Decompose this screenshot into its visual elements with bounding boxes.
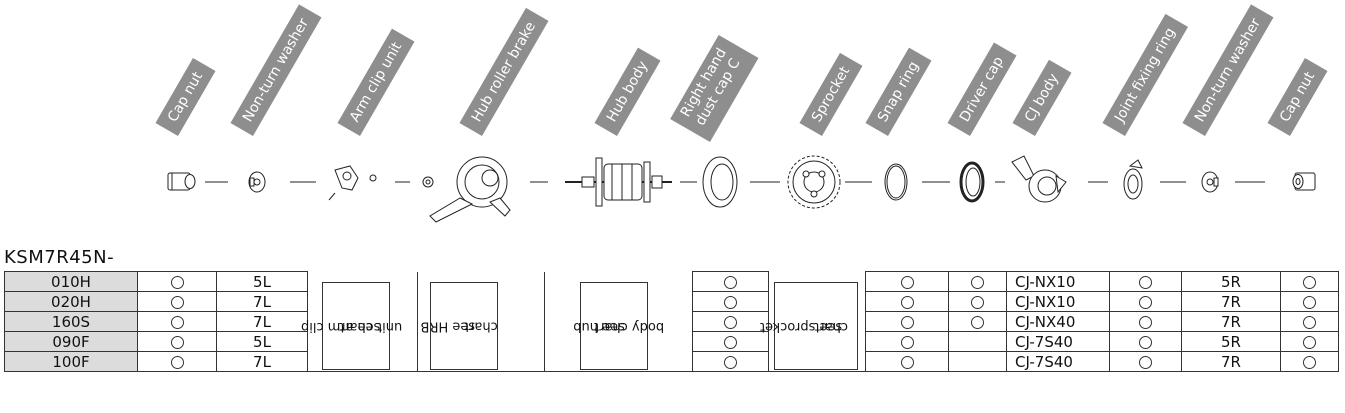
check-circle-icon: [1139, 315, 1152, 329]
check-circle-icon: [1303, 335, 1316, 349]
part-label-row: Cap nut Non-turn washer Arm clip unit Hu…: [0, 0, 1345, 142]
check-circle-icon: [971, 315, 984, 329]
washer-left: 5L: [216, 271, 308, 292]
part-label-hub-body: Hub body: [594, 47, 661, 136]
cj-body-value: CJ-NX40: [1006, 311, 1110, 332]
check-circle-icon: [170, 355, 184, 369]
cap-nut-icon: [167, 172, 196, 191]
check-circle-icon: [170, 295, 184, 309]
model-code: 090F: [4, 331, 138, 352]
non-turn-washer-right-icon: [1201, 171, 1219, 193]
washer-left: 5L: [216, 331, 308, 352]
part-label-non-turn-washer-right: Non-turn washer: [1182, 4, 1274, 136]
check-circle-icon: [724, 275, 737, 289]
check-circle-icon: [900, 315, 914, 329]
part-label-driver-cap: Driver cap: [947, 42, 1017, 137]
cj-body-value: CJ-7S40: [1006, 331, 1110, 352]
check-circle-icon: [724, 315, 737, 329]
check-circle-icon: [971, 275, 984, 289]
washer-right: 5R: [1181, 331, 1281, 352]
check-circle-icon: [1303, 275, 1316, 289]
check-circle-icon: [1303, 355, 1316, 369]
cj-body-icon: [1011, 155, 1067, 203]
exploded-parts-illustration: [167, 155, 1316, 223]
table-row: 020H 7L CJ-NX10 7R: [4, 291, 1339, 312]
part-label-cj-body: CJ body: [1012, 59, 1072, 136]
check-circle-icon: [1139, 335, 1152, 349]
check-circle-icon: [1303, 295, 1316, 309]
check-circle-icon: [170, 275, 184, 289]
part-label-non-turn-washer-left: Non-turn washer: [230, 4, 322, 136]
cj-body-value: CJ-NX10: [1006, 291, 1110, 312]
dust-cap-icon: [702, 156, 738, 208]
nut-icon: [422, 176, 434, 188]
table-row: 100F 7L CJ-7S40 7R: [4, 351, 1339, 372]
part-label-cap-nut-left: Cap nut: [155, 58, 216, 137]
check-circle-icon: [900, 295, 914, 309]
table-row: 010H 5L CJ-NX10 5R: [4, 271, 1339, 292]
non-turn-washer-icon: [248, 171, 266, 193]
sprocket-icon: [787, 155, 841, 209]
model-code: 010H: [4, 271, 138, 292]
check-circle-icon: [1139, 275, 1152, 289]
model-code: 100F: [4, 351, 138, 372]
cap-nut-right-icon: [1292, 172, 1316, 191]
part-label-cap-nut-right: Cap nut: [1267, 58, 1328, 137]
cj-body-value: CJ-NX10: [1006, 271, 1110, 292]
part-label-hub-roller-brake: Hub roller brake: [459, 7, 549, 136]
washer-right: 7R: [1181, 311, 1281, 332]
joint-fixing-ring-icon: [1123, 159, 1143, 200]
snap-ring-check: [865, 271, 949, 292]
snap-ring-icon: [884, 163, 908, 201]
model-code: 160S: [4, 311, 138, 332]
joint-ring-check: [1109, 271, 1182, 292]
check-circle-icon: [724, 355, 737, 369]
hub-body-icon: [565, 157, 672, 207]
check-circle-icon: [1139, 355, 1152, 369]
dust-cap-check: [692, 271, 769, 292]
part-label-arm-clip-unit: Arm clip unit: [337, 28, 415, 136]
check-circle-icon: [170, 315, 184, 329]
model-number-title: KSM7R45N-: [4, 247, 115, 268]
check-circle-icon: [900, 355, 914, 369]
washer-left: 7L: [216, 311, 308, 332]
check-circle-icon: [971, 295, 984, 309]
driver-cap-icon: [959, 161, 985, 203]
washer-left: 7L: [216, 291, 308, 312]
check-circle-icon: [724, 335, 737, 349]
washer-left: 7L: [216, 351, 308, 372]
cj-body-value: CJ-7S40: [1006, 351, 1110, 372]
compatibility-table: 010H 5L CJ-NX10 5R 020H 7L: [4, 271, 1339, 372]
check-circle-icon: [170, 335, 184, 349]
part-label-sprocket: Sprocket: [799, 52, 863, 137]
washer-right: 7R: [1181, 351, 1281, 372]
cap-nut-check: [137, 271, 217, 292]
check-circle-icon: [900, 275, 914, 289]
washer-right: 5R: [1181, 271, 1281, 292]
check-circle-icon: [1303, 315, 1316, 329]
part-label-snap-ring: Snap ring: [865, 47, 932, 136]
washer-right: 7R: [1181, 291, 1281, 312]
check-circle-icon: [900, 335, 914, 349]
model-code: 020H: [4, 291, 138, 312]
cap-nut-right-check: [1280, 271, 1339, 292]
arm-clip-unit-icon: [328, 165, 377, 201]
part-label-joint-fixing-ring: Joint fixing ring: [1102, 13, 1189, 137]
table-row: 160S 7L CJ-NX40 7R: [4, 311, 1339, 332]
hub-roller-brake-icon: [429, 156, 511, 223]
check-circle-icon: [724, 295, 737, 309]
check-circle-icon: [1139, 295, 1152, 309]
driver-cap-check: [948, 271, 1007, 292]
table-row: 090F 5L CJ-7S40 5R: [4, 331, 1339, 352]
